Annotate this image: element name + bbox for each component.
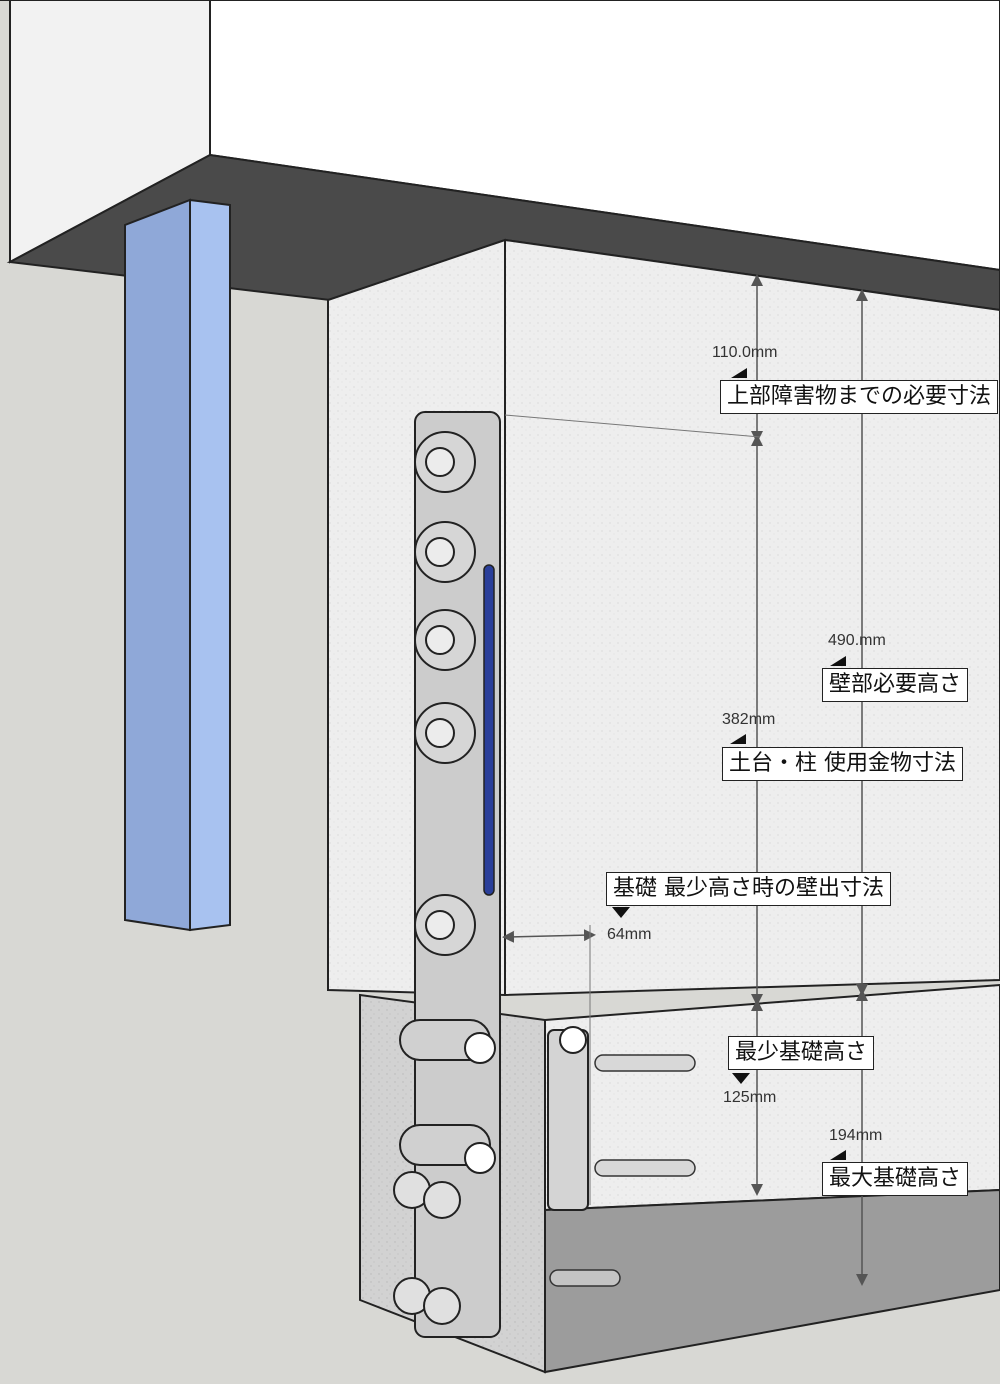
dim-line-overhang	[502, 929, 596, 943]
plate-slot	[483, 564, 495, 896]
pointer-triangle	[730, 734, 746, 744]
hex-bolt-icon	[414, 521, 476, 583]
pin-end	[464, 1032, 496, 1064]
pin-end	[464, 1142, 496, 1174]
pointer-triangle	[732, 1073, 750, 1084]
hex-bolt-icon	[414, 431, 476, 493]
pin-end	[559, 1026, 587, 1054]
pointer-triangle	[830, 1150, 846, 1160]
hex-bolt-icon	[414, 609, 476, 671]
pointer-triangle	[731, 368, 747, 378]
hex-bolt-icon	[414, 702, 476, 764]
dim-sill-post-bracket: 382mm	[722, 711, 776, 728]
angle-bracket	[547, 1029, 589, 1211]
anchor-bolt-icon	[549, 1054, 696, 1287]
dim-min-foundation-overhang: 64mm	[607, 926, 652, 943]
pointer-triangle	[612, 907, 630, 918]
blue-bracket-front	[124, 198, 191, 932]
hex-bolt-icon	[393, 1277, 461, 1325]
label-max-foundation-height: 最大基礎高さ	[822, 1162, 969, 1196]
label-wall-required-height: 壁部必要高さ	[822, 668, 969, 702]
dim-min-foundation-height: 125mm	[723, 1089, 777, 1106]
dim-upper-clearance: 110.0mm	[712, 344, 778, 361]
hex-bolt-icon	[414, 894, 476, 956]
foundation-front	[544, 983, 1000, 1212]
pointer-triangle	[830, 656, 846, 666]
label-sill-post-bracket: 土台・柱 使用金物寸法	[722, 747, 963, 781]
blue-bracket-side	[189, 198, 231, 932]
ext-line-top	[504, 414, 761, 438]
label-min-foundation-overhang: 基礎 最少高さ時の壁出寸法	[606, 872, 891, 906]
label-min-foundation-height: 最少基礎高さ	[728, 1036, 875, 1070]
foundation-recess	[544, 1188, 1000, 1374]
hex-bolt-icon	[393, 1171, 461, 1219]
dim-wall-required-height: 490.mm	[828, 632, 886, 649]
dim-max-foundation-height: 194mm	[829, 1127, 883, 1144]
label-upper-clearance: 上部障害物までの必要寸法	[720, 380, 999, 414]
